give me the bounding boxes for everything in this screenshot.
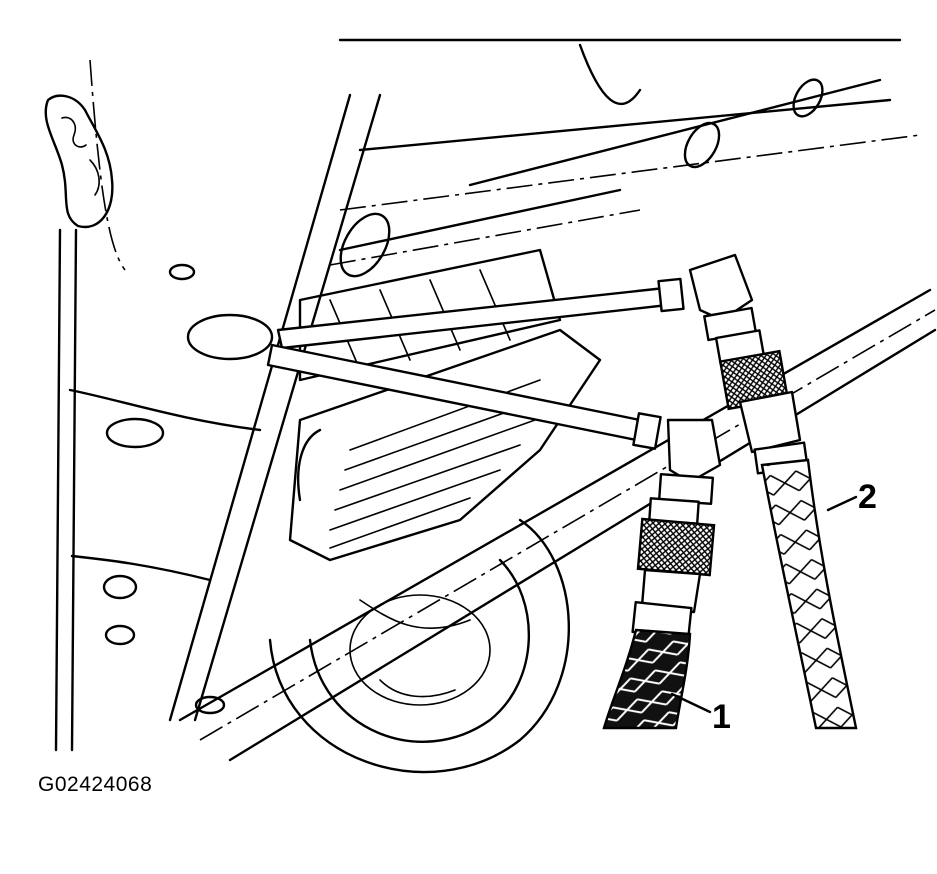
dark-braided-hose <box>602 628 692 730</box>
grated-heat-shield <box>288 248 602 562</box>
leader-lines <box>670 495 858 714</box>
callout-1: 1 <box>712 698 731 736</box>
body-panel-lines <box>68 38 937 762</box>
figure-id: G02424068 <box>38 773 153 796</box>
fitting-hose-2 <box>688 253 809 475</box>
body-holes <box>102 78 824 715</box>
callout-2: 2 <box>858 478 877 516</box>
vertical-cable <box>44 94 114 752</box>
metal-tubes <box>266 277 685 450</box>
light-braided-hose <box>760 458 858 730</box>
fitting-hose-1 <box>631 418 722 640</box>
wheel <box>268 518 571 774</box>
